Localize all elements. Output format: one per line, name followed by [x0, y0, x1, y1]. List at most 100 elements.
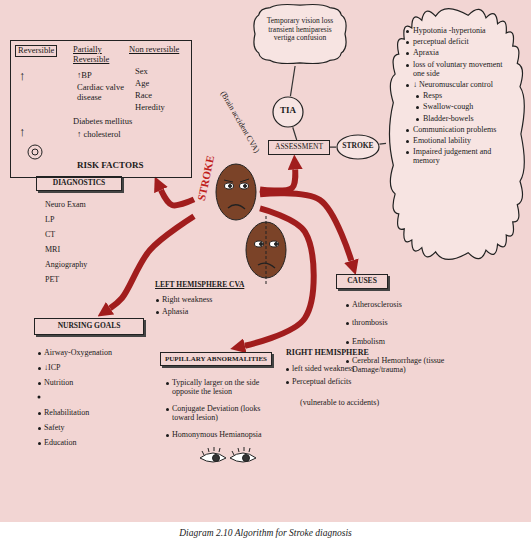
node-text: STROKE — [336, 142, 380, 151]
node-text: Diabetes mellitus — [73, 117, 163, 127]
node-text: NURSING GOALS — [38, 322, 140, 331]
note-text: Angiography — [45, 260, 87, 269]
node-body: NURSING GOALS — [35, 319, 143, 334]
node-text: TIA — [272, 105, 304, 115]
eyebrow — [224, 179, 249, 182]
node-text: ↑BP — [77, 71, 92, 81]
tia-cloud: Temporary vision loss transient hemipare… — [250, 2, 350, 66]
bullet-dot — [406, 140, 409, 143]
pupil — [260, 243, 263, 246]
bullet-dot — [346, 341, 349, 344]
node-body: CAUSES — [337, 275, 387, 288]
bullet-dot — [38, 367, 41, 370]
node-body: DIAGNOSTICS — [37, 177, 121, 190]
note-text: PET — [45, 275, 59, 284]
symptom-text: Bladder-bowels — [423, 114, 514, 123]
node-text: STROKE — [195, 154, 217, 201]
ellipse-shape — [273, 97, 303, 127]
symptom-text: perceptual deficit — [413, 37, 514, 46]
note-text: Airway-Oxygenation — [44, 348, 112, 357]
connector-line — [330, 147, 336, 148]
note-text: Rehabilitation — [44, 408, 89, 417]
bullet-dot — [38, 427, 41, 430]
node-text: DIAGNOSTICS — [40, 179, 118, 188]
connector-line — [290, 66, 295, 96]
bullet-dot — [346, 304, 349, 307]
bullet-dot — [286, 381, 289, 384]
bullet-dot — [346, 360, 349, 363]
node-text: Race — [135, 91, 152, 101]
bullet-dot — [406, 52, 409, 55]
bullet-dot — [166, 434, 169, 437]
bullet-dot — [38, 352, 41, 355]
note-text: Perceptual deficits — [292, 377, 351, 386]
caption: Diagram 2.10 Algorithm for Stroke diagno… — [0, 528, 531, 539]
note-text: Nutrition — [44, 378, 73, 387]
causes-box: CAUSES — [336, 274, 388, 289]
bullet-dot — [38, 396, 41, 399]
symbol-ring — [28, 145, 42, 159]
symptom-text: loss of voluntary movement one side — [413, 60, 514, 78]
bullet-dot — [346, 322, 349, 325]
bullet-dot — [38, 442, 41, 445]
note-text: LP — [45, 215, 54, 224]
bullet-dot — [156, 311, 159, 314]
risk-symbol — [28, 145, 42, 159]
note-text: MRI — [45, 245, 60, 254]
node-body: STROKE — [336, 134, 380, 160]
note-text: Neuro Exam — [45, 200, 86, 209]
eye — [240, 183, 249, 189]
note-text: Education — [44, 438, 76, 447]
tia-circle: TIA — [272, 96, 304, 128]
face-outline — [246, 222, 286, 278]
eye — [255, 241, 264, 247]
node-text: ASSESSMENT — [272, 143, 326, 152]
flow-arrow — [260, 169, 295, 190]
node-body: ReversiblePartially ReversibleNon revers… — [11, 41, 191, 177]
bullet-dot — [406, 84, 409, 87]
mouth — [258, 263, 275, 268]
list-row: Communication problems — [406, 125, 514, 134]
note-text: (vulnerable to accidents) — [300, 398, 379, 407]
bullet-dot — [166, 408, 169, 411]
stroke-face — [216, 164, 256, 220]
bullet-dot — [286, 368, 289, 371]
node-text: ↑ cholesterol — [77, 130, 121, 140]
node-text: Temporary vision loss transient hemipare… — [265, 17, 335, 43]
node-text: ↑ — [19, 69, 26, 84]
node-text: Age — [135, 79, 149, 89]
flow-arrow — [110, 216, 194, 308]
pupil — [275, 243, 278, 246]
hemisphere-face — [246, 216, 286, 284]
node-body: ASSESSMENT — [269, 141, 329, 154]
list-row: Swallow-cough — [416, 102, 514, 111]
note-text: Right weakness — [162, 295, 212, 304]
list-row: Hypotonia -hypertonia — [406, 26, 514, 35]
bullet-dot — [416, 118, 419, 121]
eye — [270, 241, 279, 247]
face-outline — [216, 164, 256, 220]
pupillary-box: PUPILLARY ABNORMALITIES — [160, 352, 272, 366]
note-text: Embolism — [352, 337, 385, 346]
cloud-shape — [389, 9, 524, 260]
eye — [225, 183, 234, 189]
symbol-ring — [32, 149, 38, 155]
symptom-text: Emotional lability — [413, 136, 514, 145]
assessment-box: ASSESSMENT — [268, 140, 330, 155]
bullet-dot — [406, 129, 409, 132]
cloud-shape — [254, 4, 346, 63]
connector-line — [293, 127, 297, 140]
note-text: CT — [45, 230, 55, 239]
symptom-text: Apraxia — [413, 48, 514, 57]
list-row: Resps — [416, 91, 514, 100]
pupil — [229, 185, 232, 188]
node-text: CAUSES — [340, 277, 384, 286]
node-text: RISK FACTORS — [77, 160, 143, 170]
stroke-head: STROKE(Brain accident CVA) — [194, 152, 260, 230]
note-text: left sided weakness — [292, 364, 354, 373]
iris — [243, 455, 250, 462]
bullet-dot — [416, 106, 419, 109]
node-text: ↑ — [19, 125, 26, 140]
midline — [266, 216, 267, 284]
